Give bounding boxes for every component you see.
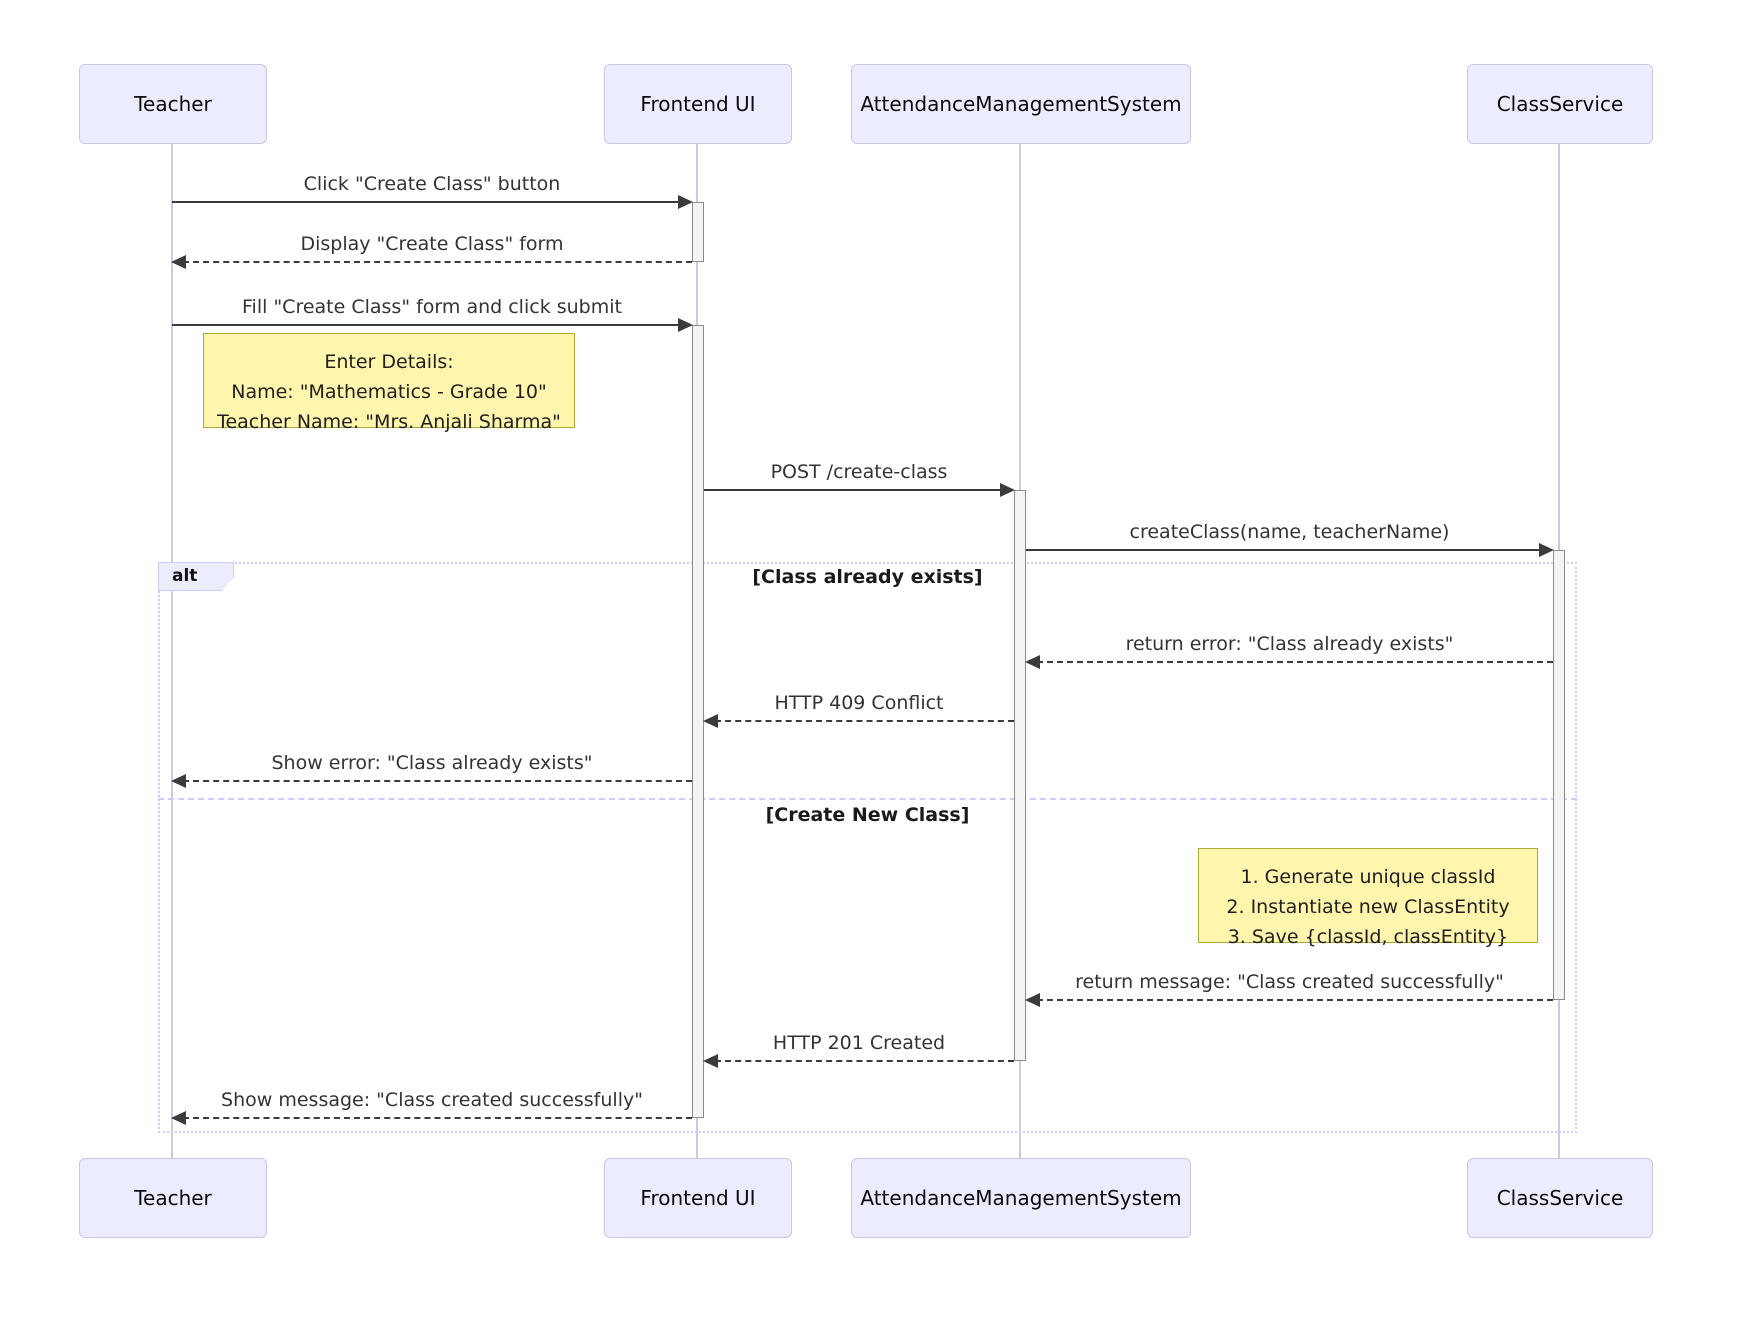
arrowhead-left-icon (1025, 993, 1040, 1007)
arrowhead-right-icon (1000, 483, 1015, 497)
alt-condition-create-new-class: [Create New Class] (765, 804, 970, 826)
arrowhead-left-icon (703, 1054, 718, 1068)
arrowhead-right-icon (678, 195, 693, 209)
arrowhead-left-icon (703, 714, 718, 728)
participant-top-class-service: ClassService (1467, 64, 1653, 144)
participant-bottom-attendance-management-system: AttendanceManagementSystem (851, 1158, 1191, 1238)
lifeline-teacher (171, 144, 173, 1158)
message-line (715, 1060, 1014, 1062)
message-label: createClass(name, teacherName) (1129, 521, 1450, 543)
message-label: HTTP 201 Created (772, 1032, 946, 1054)
participant-bottom-class-service: ClassService (1467, 1158, 1653, 1238)
participant-top-frontend-ui: Frontend UI (604, 64, 792, 144)
message-line (1037, 661, 1553, 663)
alt-divider (158, 798, 1577, 800)
message-label: Click "Create Class" button (303, 173, 561, 195)
note-line: 3. Save {classId, classEntity} (1227, 926, 1509, 948)
participant-top-attendance-management-system: AttendanceManagementSystem (851, 64, 1191, 144)
activation-class-service (1553, 550, 1565, 1000)
alt-frame (158, 562, 1577, 1133)
arrowhead-right-icon (678, 318, 693, 332)
message-line (183, 780, 692, 782)
note-line: Teacher Name: "Mrs. Anjali Sharma" (217, 411, 561, 433)
message-line (1026, 549, 1542, 551)
arrowhead-right-icon (1539, 543, 1554, 557)
message-label: Show message: "Class created successfull… (221, 1089, 643, 1111)
participant-bottom-teacher: Teacher (79, 1158, 267, 1238)
arrowhead-left-icon (171, 1111, 186, 1125)
message-line (172, 201, 681, 203)
message-line (704, 489, 1003, 491)
message-label: POST /create-class (770, 461, 948, 483)
activation-attendance-management-system (1014, 490, 1026, 1061)
participant-bottom-frontend-ui: Frontend UI (604, 1158, 792, 1238)
note-enter-details: Enter Details: Name: "Mathematics - Grad… (203, 333, 575, 433)
message-line (183, 261, 692, 263)
note-line: Name: "Mathematics - Grade 10" (231, 381, 547, 403)
message-line (715, 720, 1014, 722)
alt-label-tab: alt (158, 562, 234, 591)
note-line: 1. Generate unique classId (1240, 866, 1496, 888)
message-line (172, 324, 681, 326)
alt-condition-class-already-exists: [Class already exists] (752, 566, 983, 588)
message-label: return message: "Class created successfu… (1075, 971, 1504, 993)
activation-frontend-ui-1 (692, 202, 704, 262)
participant-top-teacher: Teacher (79, 64, 267, 144)
message-line (1037, 999, 1553, 1001)
note-line: Enter Details: (324, 351, 454, 373)
message-label: Display "Create Class" form (300, 233, 564, 255)
arrowhead-left-icon (171, 774, 186, 788)
message-label: Fill "Create Class" form and click submi… (242, 296, 622, 318)
message-line (183, 1117, 692, 1119)
note-class-service-steps: 1. Generate unique classId 2. Instantiat… (1198, 848, 1538, 948)
message-label: return error: "Class already exists" (1125, 633, 1454, 655)
message-label: HTTP 409 Conflict (774, 692, 944, 714)
message-label: Show error: "Class already exists" (271, 752, 593, 774)
arrowhead-left-icon (1025, 655, 1040, 669)
arrowhead-left-icon (171, 255, 186, 269)
note-line: 2. Instantiate new ClassEntity (1226, 896, 1510, 918)
